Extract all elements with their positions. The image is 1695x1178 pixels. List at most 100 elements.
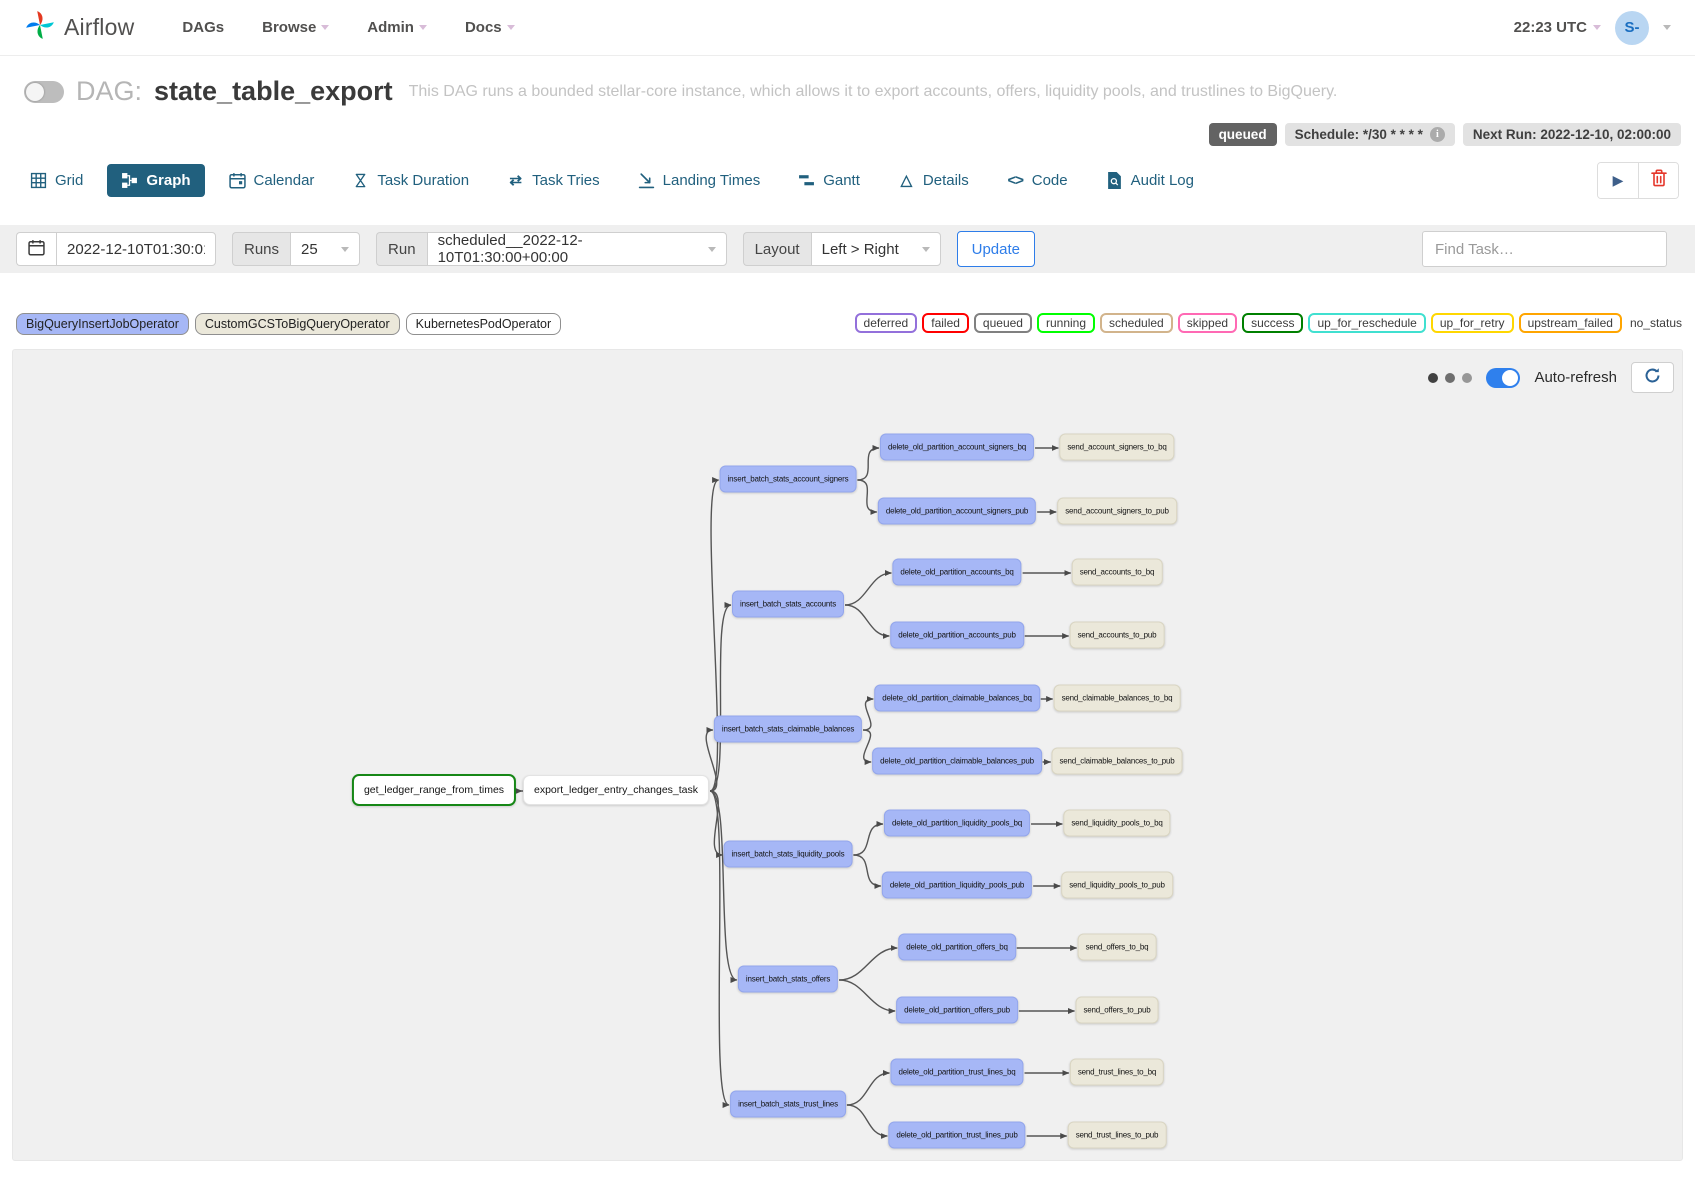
status-legend-badge[interactable]: running bbox=[1036, 313, 1095, 333]
airflow-logo-icon bbox=[24, 9, 56, 46]
tab-label: Grid bbox=[55, 172, 84, 189]
layout-group: Layout Left > Right bbox=[742, 232, 941, 266]
dag-pause-toggle[interactable] bbox=[24, 80, 64, 103]
brand-name: Airflow bbox=[64, 14, 135, 40]
task-node-delete_old_partition_account_signers_pub[interactable]: delete_old_partition_account_signers_pub bbox=[877, 497, 1037, 525]
task-node-insert_batch_stats_accounts[interactable]: insert_batch_stats_accounts bbox=[732, 590, 844, 618]
dag-run-select[interactable]: scheduled__2022-12-10T01:30:00+00:00 bbox=[426, 232, 727, 266]
clock-label: 22:23 UTC bbox=[1513, 19, 1587, 36]
task-node-delete_old_partition_claimable_balances_bq[interactable]: delete_old_partition_claimable_balances_… bbox=[874, 684, 1040, 712]
task-node-send_offers_to_bq[interactable]: send_offers_to_bq bbox=[1077, 933, 1157, 961]
date-picker-button[interactable] bbox=[16, 232, 56, 266]
nav-item-admin[interactable]: Admin bbox=[367, 19, 427, 36]
task-node-insert_batch_stats_claimable_balances[interactable]: insert_batch_stats_claimable_balances bbox=[713, 715, 863, 743]
trigger-dag-button[interactable]: ▶ bbox=[1598, 163, 1638, 198]
graph-controls: Auto-refresh bbox=[1428, 362, 1674, 393]
tab-details[interactable]: △Details bbox=[884, 164, 983, 197]
dag-title-prefix: DAG: bbox=[76, 76, 143, 106]
operator-legend-badge[interactable]: BigQueryInsertJobOperator bbox=[16, 313, 189, 335]
nav-item-docs[interactable]: Docs bbox=[465, 19, 515, 36]
auto-refresh-toggle[interactable] bbox=[1486, 367, 1521, 388]
task-node-send_account_signers_to_pub[interactable]: send_account_signers_to_pub bbox=[1057, 497, 1177, 525]
user-avatar[interactable]: S- bbox=[1615, 10, 1649, 45]
task-node-insert_batch_stats_offers[interactable]: insert_batch_stats_offers bbox=[737, 965, 839, 993]
task-node-send_account_signers_to_bq[interactable]: send_account_signers_to_bq bbox=[1059, 433, 1175, 461]
nav-item-dags[interactable]: DAGs bbox=[182, 19, 224, 36]
task-node-delete_old_partition_trust_lines_pub[interactable]: delete_old_partition_trust_lines_pub bbox=[888, 1121, 1026, 1149]
task-node-delete_old_partition_liquidity_pools_bq[interactable]: delete_old_partition_liquidity_pools_bq bbox=[883, 809, 1031, 837]
task-node-delete_old_partition_accounts_pub[interactable]: delete_old_partition_accounts_pub bbox=[890, 621, 1024, 649]
task-node-send_offers_to_pub[interactable]: send_offers_to_pub bbox=[1075, 996, 1159, 1024]
task-node-delete_old_partition_claimable_balances_pub[interactable]: delete_old_partition_claimable_balances_… bbox=[872, 747, 1042, 775]
operator-legend-badge[interactable]: CustomGCSToBigQueryOperator bbox=[194, 313, 400, 335]
info-icon[interactable]: i bbox=[1429, 127, 1445, 142]
tab-label: Landing Times bbox=[662, 172, 761, 189]
layout-select[interactable]: Left > Right bbox=[810, 232, 941, 266]
task-node-delete_old_partition_offers_bq[interactable]: delete_old_partition_offers_bq bbox=[898, 933, 1016, 961]
task-node-delete_old_partition_offers_pub[interactable]: delete_old_partition_offers_pub bbox=[896, 996, 1018, 1024]
status-legend-no-status: no_status bbox=[1629, 316, 1682, 330]
runs-label: Runs bbox=[232, 232, 291, 266]
tab-audit-log[interactable]: Audit Log bbox=[1092, 164, 1208, 197]
status-legend-badge[interactable]: failed bbox=[922, 313, 969, 333]
refresh-button[interactable] bbox=[1631, 362, 1674, 393]
find-task-input[interactable] bbox=[1422, 231, 1667, 267]
num-runs-select[interactable]: 25 bbox=[290, 232, 361, 266]
task-node-export_ledger_entry_changes_task[interactable]: export_ledger_entry_changes_task bbox=[522, 775, 710, 805]
status-legend-badge[interactable]: up_for_reschedule bbox=[1308, 313, 1426, 333]
task-node-delete_old_partition_liquidity_pools_pub[interactable]: delete_old_partition_liquidity_pools_pub bbox=[881, 871, 1033, 899]
status-legend-badge[interactable]: skipped bbox=[1177, 313, 1238, 333]
task-node-send_claimable_balances_to_pub[interactable]: send_claimable_balances_to_pub bbox=[1051, 747, 1183, 775]
next-run-badge: Next Run: 2022-12-10, 02:00:00 bbox=[1462, 123, 1681, 146]
task-node-send_liquidity_pools_to_bq[interactable]: send_liquidity_pools_to_bq bbox=[1063, 809, 1171, 837]
graph-canvas[interactable]: Auto-refresh get_ledger_range_from_times… bbox=[12, 349, 1683, 1161]
task-node-send_trust_lines_to_bq[interactable]: send_trust_lines_to_bq bbox=[1069, 1058, 1165, 1086]
task-node-delete_old_partition_accounts_bq[interactable]: delete_old_partition_accounts_bq bbox=[892, 558, 1022, 586]
task-node-send_liquidity_pools_to_pub[interactable]: send_liquidity_pools_to_pub bbox=[1061, 871, 1173, 899]
task-node-get_ledger_range_from_times[interactable]: get_ledger_range_from_times bbox=[351, 774, 517, 806]
base-date-input[interactable] bbox=[56, 232, 216, 266]
tab-graph[interactable]: Graph bbox=[107, 164, 205, 197]
task-node-send_accounts_to_bq[interactable]: send_accounts_to_bq bbox=[1071, 558, 1163, 586]
utc-clock[interactable]: 22:23 UTC bbox=[1514, 19, 1601, 36]
status-legend-badge[interactable]: queued bbox=[973, 313, 1032, 333]
task-node-send_accounts_to_pub[interactable]: send_accounts_to_pub bbox=[1069, 621, 1165, 649]
tab-label: Calendar bbox=[253, 172, 315, 189]
operator-legend-badge[interactable]: KubernetesPodOperator bbox=[405, 313, 562, 335]
nav-item-label: Browse bbox=[262, 19, 317, 36]
task-node-insert_batch_stats_liquidity_pools[interactable]: insert_batch_stats_liquidity_pools bbox=[723, 840, 853, 868]
tab-calendar[interactable]: Calendar bbox=[215, 164, 329, 197]
code-icon: <> bbox=[1007, 172, 1024, 189]
tab-code[interactable]: <>Code bbox=[993, 164, 1082, 197]
refresh-icon bbox=[1644, 367, 1661, 389]
run-label: Run bbox=[376, 232, 427, 266]
task-node-insert_batch_stats_trust_lines[interactable]: insert_batch_stats_trust_lines bbox=[730, 1090, 846, 1118]
airflow-brand[interactable]: Airflow bbox=[24, 9, 134, 46]
status-legend-badge[interactable]: up_for_retry bbox=[1430, 313, 1514, 333]
nav-item-browse[interactable]: Browse bbox=[262, 19, 330, 36]
tab-grid[interactable]: Grid bbox=[16, 164, 97, 197]
chevron-down-icon[interactable] bbox=[1663, 25, 1671, 30]
status-legend-badge[interactable]: upstream_failed bbox=[1518, 313, 1622, 333]
tab-task-tries[interactable]: ⇄Task Tries bbox=[493, 164, 614, 197]
tab-label: Gantt bbox=[823, 172, 860, 189]
tab-task-duration[interactable]: Task Duration bbox=[338, 164, 483, 197]
status-badge: queued bbox=[1208, 123, 1277, 146]
task-node-delete_old_partition_account_signers_bq[interactable]: delete_old_partition_account_signers_bq bbox=[879, 433, 1035, 461]
status-legend-badge[interactable]: scheduled bbox=[1100, 313, 1173, 333]
chevron-down-icon bbox=[321, 25, 330, 30]
delete-dag-button[interactable] bbox=[1638, 163, 1678, 198]
task-node-delete_old_partition_trust_lines_bq[interactable]: delete_old_partition_trust_lines_bq bbox=[890, 1058, 1024, 1086]
task-node-send_claimable_balances_to_bq[interactable]: send_claimable_balances_to_bq bbox=[1053, 684, 1181, 712]
dag-run-value: scheduled__2022-12-10T01:30:00+00:00 bbox=[437, 232, 583, 266]
task-node-send_trust_lines_to_pub[interactable]: send_trust_lines_to_pub bbox=[1067, 1121, 1167, 1149]
update-button[interactable]: Update bbox=[956, 231, 1035, 267]
tab-landing-times[interactable]: Landing Times bbox=[624, 164, 775, 197]
dag-meta-row: queued Schedule: */30 * * * * i Next Run… bbox=[14, 123, 1681, 146]
status-legend-badge[interactable]: deferred bbox=[854, 313, 918, 333]
status-legend-badge[interactable]: success bbox=[1242, 313, 1304, 333]
tab-gantt[interactable]: Gantt bbox=[784, 164, 874, 197]
task-node-insert_batch_stats_account_signers[interactable]: insert_batch_stats_account_signers bbox=[719, 465, 857, 493]
